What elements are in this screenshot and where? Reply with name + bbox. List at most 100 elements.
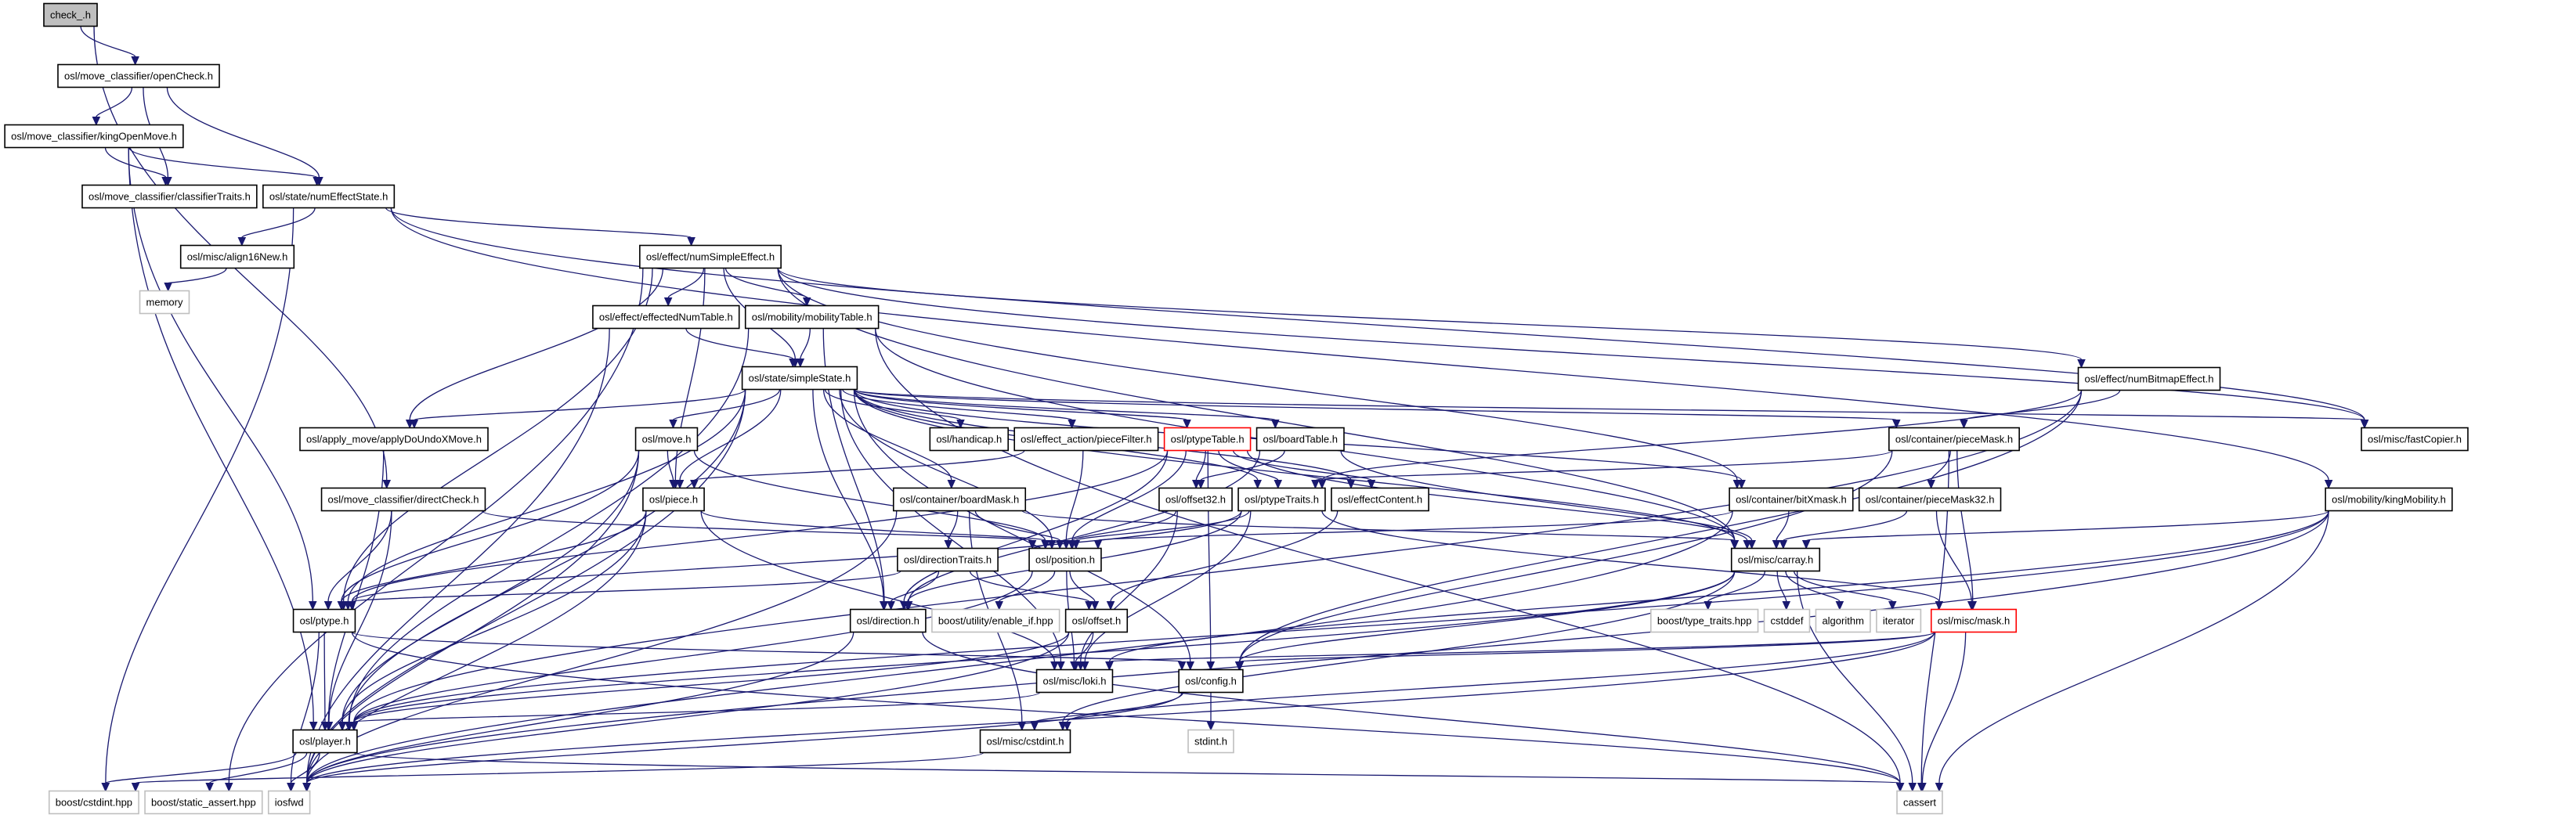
node-cassert[interactable]: cassert <box>1896 790 1943 815</box>
edge-numSimpleEffect-to-fastCopier <box>777 268 2369 429</box>
edge-line <box>351 570 901 603</box>
node-directionTraits[interactable]: osl/directionTraits.h <box>897 547 999 572</box>
node-carray[interactable]: osl/misc/carray.h <box>1730 547 1821 572</box>
arrowhead-icon <box>944 540 953 550</box>
edge-line <box>1065 450 1084 541</box>
edge-pieceFilter-to-position <box>1062 450 1084 550</box>
node-iosfwd[interactable]: iosfwd <box>267 790 311 815</box>
edge-ptypeTable-to-config <box>1206 450 1216 671</box>
node-align16New[interactable]: osl/misc/align16New.h <box>179 244 295 269</box>
node-numBitmapEffect[interactable]: osl/effect/numBitmapEffect.h <box>2077 366 2221 391</box>
edge-line <box>1075 510 1250 542</box>
node-mask[interactable]: osl/misc/mask.h <box>1930 608 2018 633</box>
node-bitXmask[interactable]: osl/container/bitXmask.h <box>1729 487 1854 512</box>
node-numSimpleEffect[interactable]: osl/effect/numSimpleEffect.h <box>639 244 782 269</box>
node-box <box>81 184 258 209</box>
edge-line <box>128 147 314 723</box>
edge-ptypeTable-to-effectContent <box>1233 450 1376 489</box>
edge-line <box>948 510 959 541</box>
node-ptypeTable[interactable]: osl/ptypeTable.h <box>1163 427 1252 452</box>
edge-line <box>105 752 297 784</box>
node-mobilityTable[interactable]: osl/mobility/mobilityTable.h <box>744 304 880 330</box>
edge-boardMask-to-directionTraits <box>944 510 959 550</box>
edge-line <box>409 268 664 420</box>
node-box <box>741 366 858 391</box>
arrowhead-icon <box>338 601 346 611</box>
node-algorithm[interactable]: algorithm <box>1815 608 1871 633</box>
edge-line <box>128 147 313 602</box>
edge-line <box>305 328 610 784</box>
node-cstddef[interactable]: cstddef <box>1763 608 1811 633</box>
node-effectedNumTable[interactable]: osl/effect/effectedNumTable.h <box>592 304 740 330</box>
node-piece[interactable]: osl/piece.h <box>642 487 705 512</box>
node-offset[interactable]: osl/offset.h <box>1064 608 1129 633</box>
arrowhead-icon <box>349 722 359 731</box>
node-applyDoUndoXMove[interactable]: osl/apply_move/applyDoUndoXMove.h <box>299 427 489 452</box>
node-pieceMask32[interactable]: osl/container/pieceMask32.h <box>1858 487 2002 512</box>
node-static-assert[interactable]: boost/static_assert.hpp <box>144 790 263 815</box>
arrowhead-icon <box>1801 540 1811 550</box>
node-classifierTraits[interactable]: osl/move_classifier/classifierTraits.h <box>81 184 258 209</box>
node-ptype[interactable]: osl/ptype.h <box>292 608 356 633</box>
node-pieceFilter[interactable]: osl/effect_action/pieceFilter.h <box>1013 427 1159 452</box>
node-memory[interactable]: memory <box>139 290 190 315</box>
node-fastCopier[interactable]: osl/misc/fastCopier.h <box>2361 427 2469 452</box>
node-iterator[interactable]: iterator <box>1876 608 1922 633</box>
edge-line <box>1021 510 1736 542</box>
node-directCheck[interactable]: osl/move_classifier/directCheck.h <box>320 487 486 512</box>
edge-line <box>700 510 1046 542</box>
edge-line <box>685 328 794 360</box>
node-kingOpenMove[interactable]: osl/move_classifier/kingOpenMove.h <box>4 124 184 149</box>
node-label: osl/move_classifier/classifierTraits.h <box>89 191 251 203</box>
node-label: osl/offset.h <box>1072 615 1122 627</box>
arrowhead-icon <box>669 480 677 489</box>
node-type-traits[interactable]: boost/type_traits.hpp <box>1650 608 1759 633</box>
node-kingMobility[interactable]: osl/mobility/kingMobility.h <box>2325 487 2453 512</box>
node-boost-cstdint[interactable]: boost/cstdint.hpp <box>48 790 139 815</box>
edge-player-to-static_assert <box>205 752 308 792</box>
edge-offset32-to-loki <box>1076 510 1178 671</box>
node-player[interactable]: osl/player.h <box>292 729 358 754</box>
node-check[interactable]: check_.h <box>43 2 98 27</box>
node-box <box>1013 427 1159 452</box>
node-move[interactable]: osl/move.h <box>634 427 699 452</box>
node-position[interactable]: osl/position.h <box>1028 547 1102 572</box>
edge-ptypeTable-to-direction <box>899 450 1169 611</box>
node-boardTable[interactable]: osl/boardTable.h <box>1255 427 1345 452</box>
node-box <box>1331 487 1429 512</box>
node-offset32[interactable]: osl/offset32.h <box>1158 487 1233 512</box>
node-boardMask[interactable]: osl/container/boardMask.h <box>892 487 1027 512</box>
node-box <box>179 244 295 269</box>
edge-line <box>800 328 811 359</box>
node-loki[interactable]: osl/misc/loki.h <box>1035 668 1114 694</box>
node-numEffectState[interactable]: osl/state/numEffectState.h <box>262 184 396 209</box>
arrowhead-icon <box>205 783 214 792</box>
edge-line <box>812 389 884 602</box>
edge-line <box>305 632 854 784</box>
node-handicap[interactable]: osl/handicap.h <box>929 427 1009 452</box>
arrowhead-icon <box>796 359 805 368</box>
node-label: osl/container/bitXmask.h <box>1736 494 1847 506</box>
edge-kingOpenMove-to-classifierTraits <box>104 147 170 186</box>
node-pieceMask[interactable]: osl/container/pieceMask.h <box>1888 427 2020 452</box>
node-config[interactable]: osl/config.h <box>1178 668 1244 694</box>
edge-line <box>348 389 746 723</box>
node-enable-if[interactable]: boost/utility/enable_if.hpp <box>931 608 1060 633</box>
edge-line <box>903 450 1169 602</box>
edge-line <box>667 268 705 298</box>
node-openCheck[interactable]: osl/move_classifier/openCheck.h <box>57 63 220 88</box>
node-box <box>1896 790 1943 815</box>
arrowhead-icon <box>669 420 677 429</box>
node-stdint[interactable]: stdint.h <box>1187 729 1234 754</box>
node-ptypeTraits[interactable]: osl/ptypeTraits.h <box>1237 487 1326 512</box>
arrowhead-icon <box>1935 601 1944 611</box>
edge-carray-to-iterator <box>1793 571 1897 611</box>
node-simpleState[interactable]: osl/state/simpleState.h <box>741 366 858 391</box>
node-direction[interactable]: osl/direction.h <box>849 608 927 633</box>
node-osl-cstdint[interactable]: osl/misc/cstdint.h <box>979 729 1071 754</box>
edge-position-to-offset <box>1069 571 1100 611</box>
edge-line <box>777 268 2365 420</box>
node-effectContent[interactable]: osl/effectContent.h <box>1331 487 1429 512</box>
edge-directCheck-to-position <box>481 510 1037 550</box>
arrowhead-icon <box>1050 661 1059 671</box>
